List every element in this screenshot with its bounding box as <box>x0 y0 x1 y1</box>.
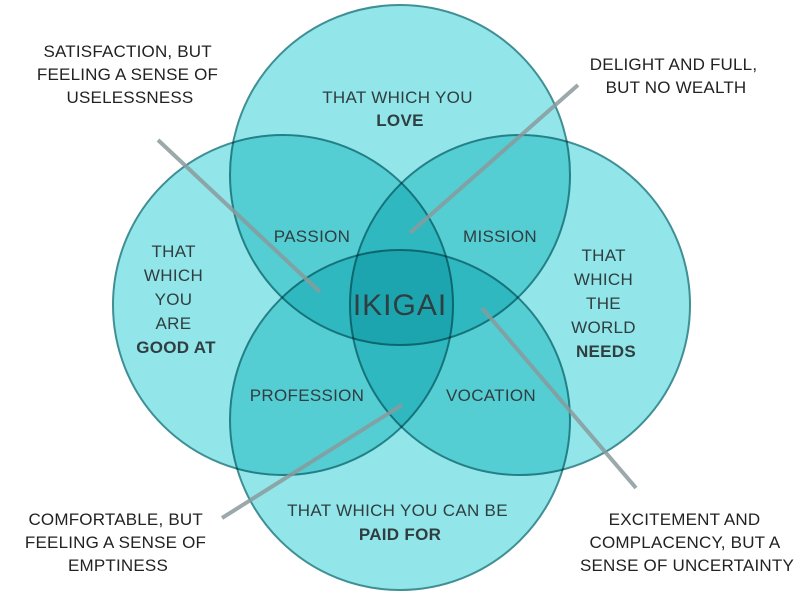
annotation-bottom-right: EXCITEMENT AND COMPLACENCY, BUT A SENSE … <box>580 510 794 575</box>
pointer-line-top-right <box>408 83 580 235</box>
label-profession: PROFESSION <box>250 386 364 405</box>
annotation-top-right: DELIGHT AND FULL, BUT NO WEALTH <box>590 55 762 97</box>
label-paid-for: THAT WHICH YOU CAN BE PAID FOR <box>287 501 513 544</box>
label-vocation: VOCATION <box>446 386 536 405</box>
label-ikigai: IKIGAI <box>353 289 447 322</box>
circles-group <box>112 4 691 591</box>
pointer-line-bottom-left <box>220 403 404 520</box>
label-mission: MISSION <box>463 227 537 246</box>
circle-paid-for <box>229 249 571 591</box>
label-love: THAT WHICH YOU LOVE <box>322 88 478 130</box>
label-good-at: THAT WHICH YOU ARE GOOD AT <box>136 242 216 357</box>
pointer-lines <box>156 83 638 520</box>
pointer-line-bottom-right <box>480 306 638 490</box>
label-world-needs: THAT WHICH THE WORLD NEEDS <box>571 246 641 361</box>
label-passion: PASSION <box>274 227 350 246</box>
pointer-line-top-left <box>156 138 322 294</box>
annotation-top-left: SATISFACTION, BUT FEELING A SENSE OF USE… <box>37 42 223 107</box>
annotation-bottom-left: COMFORTABLE, BUT FEELING A SENSE OF EMPT… <box>25 510 211 575</box>
